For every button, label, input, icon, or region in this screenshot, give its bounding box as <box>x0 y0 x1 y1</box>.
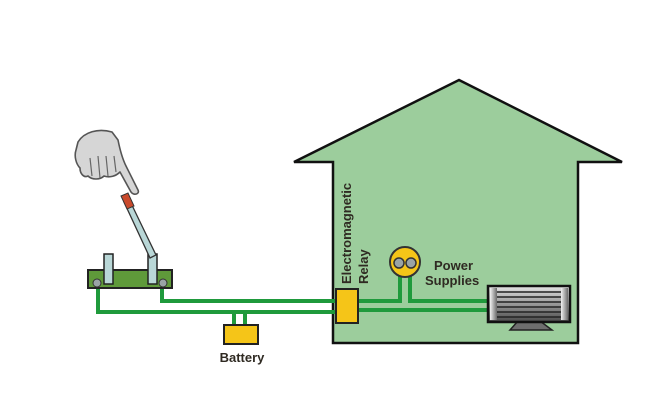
socket-ring <box>389 246 421 278</box>
switch-post-left <box>103 253 114 285</box>
wires <box>96 266 490 326</box>
relay-label-line1: Electromagnetic <box>339 183 354 284</box>
switch-terminal-left <box>92 278 102 288</box>
switch-lever-tip <box>120 192 135 210</box>
hand-finger-lines <box>89 155 117 179</box>
relay: Electromagnetic Relay <box>335 183 371 324</box>
wire-switch-left <box>96 287 335 314</box>
appliance <box>486 284 572 331</box>
lever-switch[interactable] <box>87 192 173 289</box>
switch-terminal-right <box>158 278 168 288</box>
battery: Battery <box>220 324 266 365</box>
house-body <box>293 78 623 345</box>
hand-icon <box>74 129 140 195</box>
relay-body <box>335 288 359 324</box>
wire-relay-socket-left <box>358 266 402 303</box>
appliance-grille <box>497 291 561 318</box>
power-socket: Power Supplies <box>389 246 479 288</box>
house <box>293 78 623 345</box>
switch-post-right <box>147 253 158 285</box>
power-supplies-label-line1: Power <box>434 258 473 273</box>
battery-body <box>223 324 259 345</box>
wire-socket-appliance <box>408 266 490 303</box>
appliance-side-right <box>561 288 568 320</box>
wire-switch-right <box>160 287 335 303</box>
battery-label: Battery <box>220 350 266 365</box>
relay-label-line2: Relay <box>356 249 371 284</box>
socket-pin-left <box>393 257 405 269</box>
appliance-side-left <box>490 288 497 320</box>
power-supplies-label-line2: Supplies <box>425 273 479 288</box>
socket-pin-right <box>405 257 417 269</box>
